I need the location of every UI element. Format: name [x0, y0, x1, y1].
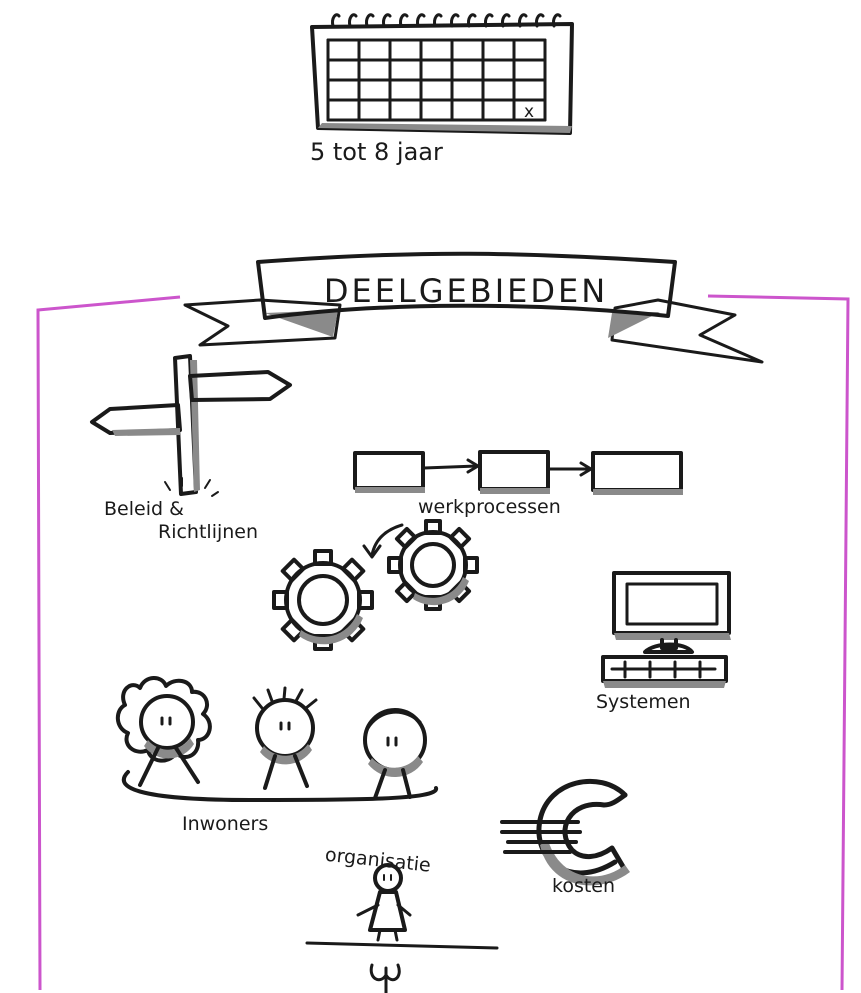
frame-border: [36, 294, 850, 991]
process-flow-icon: [353, 450, 683, 495]
people-icon: [115, 676, 438, 802]
policy-label-line-1: Beleid &: [104, 498, 184, 520]
calendar-marker: x: [524, 102, 534, 122]
gears-icon: [272, 519, 479, 651]
computer-icon: [601, 571, 731, 688]
calendar-icon: x: [310, 13, 574, 135]
residents-label: Inwoners: [182, 813, 268, 835]
costs-label: kosten: [552, 875, 615, 897]
processes-label: werkprocessen: [418, 496, 561, 518]
person-icon: [305, 863, 499, 993]
euro-icon: [500, 778, 630, 886]
systems-label: Systemen: [596, 691, 691, 713]
signpost-icon: [90, 354, 292, 497]
policy-label-line-2: Richtlijnen: [158, 521, 258, 543]
calendar-caption: 5 tot 8 jaar: [310, 138, 443, 166]
banner-ribbon: DEELGEBIEDEN: [183, 251, 764, 364]
banner-title: DEELGEBIEDEN: [324, 272, 608, 310]
